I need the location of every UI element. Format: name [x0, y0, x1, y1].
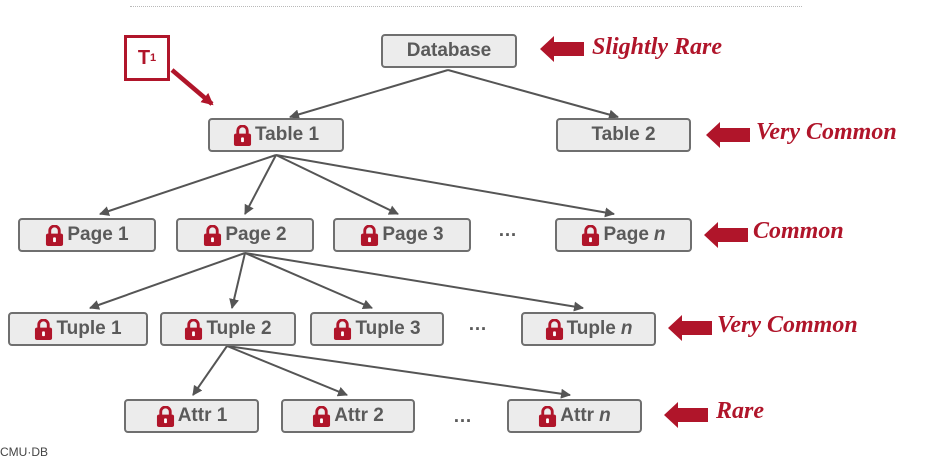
node-table2: Table 2 [556, 118, 691, 152]
node-attrn-n: n [599, 405, 611, 426]
footer-logo: CMU·DB [0, 445, 48, 459]
node-tuple3: Tuple 3 [310, 312, 444, 346]
freq-attrs: Rare [716, 398, 764, 424]
ellipsis-tuples: … [468, 314, 487, 335]
edge-database-table2 [447, 69, 619, 120]
node-attr2-label: Attr 2 [334, 405, 384, 426]
lock-icon [46, 224, 64, 246]
freq-database: Slightly Rare [592, 34, 723, 60]
edge-table1-page3 [275, 154, 399, 215]
left-arrow-icon [704, 222, 748, 248]
node-attr1-label: Attr 1 [177, 405, 228, 426]
lock-icon [185, 318, 203, 340]
lock-icon [233, 124, 252, 146]
left-arrow-icon [540, 36, 584, 62]
node-tuple3-label: Tuple 3 [355, 318, 421, 339]
left-arrow-icon [664, 402, 708, 428]
lock-icon [545, 318, 563, 340]
node-table1-label: Table 1 [254, 124, 320, 145]
node-table2-label: Table 2 [591, 124, 656, 145]
edge-table1-page2 [244, 154, 277, 215]
edge-tuple2-attrn [226, 345, 571, 399]
lock-icon [313, 405, 331, 427]
edge-page2-tuple2 [229, 252, 246, 309]
node-page3: Page 3 [333, 218, 471, 252]
node-attr1: Attr 1 [124, 399, 259, 433]
node-page2-label: Page 2 [225, 224, 287, 245]
lock-icon [156, 405, 174, 427]
edge-tuple2-attr2 [226, 345, 348, 397]
left-arrow-icon [668, 315, 712, 341]
node-tuplen-n: n [620, 318, 633, 339]
edge-page2-tuplen [244, 252, 584, 312]
lock-icon [35, 318, 53, 340]
lock-icon [361, 224, 379, 246]
node-database: Database [381, 34, 517, 68]
node-pagen-label: Page [603, 224, 649, 245]
edge-page2-tuple1 [89, 252, 246, 310]
transaction-subscript: 1 [150, 52, 157, 64]
node-page1-label: Page 1 [67, 224, 129, 245]
ellipsis-attrs: … [453, 406, 472, 427]
node-attr2: Attr 2 [281, 399, 415, 433]
node-table1: Table 1 [208, 118, 344, 152]
node-pagen-n: n [653, 224, 666, 245]
node-page1: Page 1 [18, 218, 156, 252]
top-divider [130, 6, 802, 7]
edge-page2-tuple3 [244, 252, 373, 310]
edge-table1-page1 [99, 154, 277, 216]
node-page2: Page 2 [176, 218, 314, 252]
lock-icon [539, 405, 557, 427]
node-page3-label: Page 3 [382, 224, 444, 245]
node-tuple1-label: Tuple 1 [56, 318, 122, 339]
node-tuple2-label: Tuple 2 [206, 318, 272, 339]
node-database-label: Database [406, 40, 492, 61]
node-tuple1: Tuple 1 [8, 312, 148, 346]
lock-icon [204, 224, 222, 246]
freq-tuples: Very Common [717, 312, 858, 338]
node-attrn-label: Attr [560, 405, 595, 426]
edge-table1-pagen [275, 154, 615, 218]
freq-tables: Very Common [756, 119, 897, 145]
node-tuplen-label: Tuple [566, 318, 616, 339]
node-tuple2: Tuple 2 [160, 312, 296, 346]
lock-icon [582, 224, 600, 246]
transaction-label: T [137, 46, 151, 69]
freq-pages: Common [753, 218, 844, 244]
edge-database-table1 [289, 69, 449, 120]
pointer-arrow-icon [170, 68, 214, 106]
ellipsis-pages: … [498, 220, 517, 241]
edge-tuple2-attr1 [192, 345, 228, 396]
lock-icon [334, 318, 352, 340]
left-arrow-icon [706, 122, 750, 148]
